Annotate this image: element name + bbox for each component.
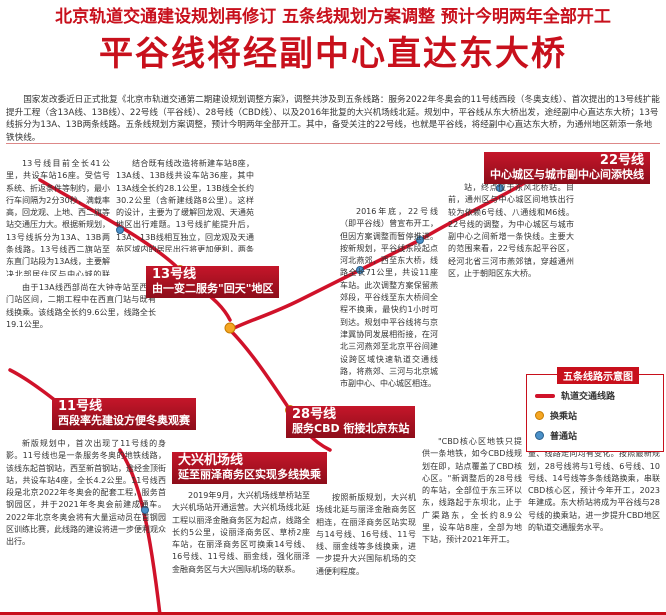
banner-line-11: 11号线 西段率先建设方便冬奥观赛 — [52, 398, 196, 430]
banner-line-13-number: 13号线 — [152, 267, 197, 282]
legend-item-transfer: 换乘站 — [535, 409, 577, 422]
banner-daxing-line: 大兴机场线 延至丽泽商务区实现多线换乘 — [172, 452, 327, 484]
article-column-3-top: 2016年底，22号线（即平谷线）曾宣布开工，但因方案调整而暂停推进。按新规划，… — [340, 207, 438, 389]
banner-line-22-text: 中心城区与城市副中心间添快线 — [490, 168, 644, 181]
article-column-1-mid: 由于13A线西部尚在大钟寺站至西直门站区间，二期工程中在西直门站与既有线换乘。该… — [6, 283, 156, 329]
legend-item-line: 轨道交通线路 — [535, 389, 615, 402]
station-dot-icon — [535, 431, 544, 440]
banner-line-28-number: 28号线 — [292, 407, 337, 422]
headline-subtitle: 北京轨道交通建设规划再修订 五条线规划方案调整 预计今明两年全部开工 — [55, 7, 611, 27]
legend-item-station: 普通站 — [535, 429, 577, 442]
article-column-1-top: 13号线目前全长41公里，共设车站16座。受信号系统、折返条件等制约，最小行车间… — [6, 159, 110, 276]
article-column-2-bottom: 2019年9月，大兴机场线草桥站至大兴机场站开通运营。大兴机场线北延工程以丽泽金… — [172, 491, 310, 574]
legend-item-station-label: 普通站 — [550, 432, 578, 442]
map-legend: 五条线路示意图 轨道交通线路 换乘站 普通站 — [526, 367, 664, 452]
banner-line-13-text: 由一变二服务"回天"地区 — [152, 282, 274, 295]
article-column-1-bottom: 新版规划中，首次出现了11号线的身影。11号线也是一条服务冬奥的地铁线路，该线东… — [6, 439, 166, 547]
lead-paragraph: 国家发改委近日正式批复《北京市轨道交通第二期建设规划调整方案》，调整共涉及到五条… — [6, 95, 660, 144]
banner-line-22-number: 22号线 — [599, 153, 644, 168]
article-column-5-bottom: 28号线建设规划调整后，设站数量、线路走向均有变化。按照最新规划，28号线将与1… — [528, 437, 660, 533]
banner-line-28: 28号线 服务CBD 衔接北京东站 — [286, 406, 416, 438]
article-column-3-bottom: 按照新版规划，大兴机场线北延与丽泽金融商务区相连，在丽泽商务区站实现与14号线、… — [316, 493, 416, 576]
headline-title: 平谷线将经副中心直达东大桥 — [99, 34, 567, 74]
banner-line-11-text: 西段率先建设方便冬奥观赛 — [58, 414, 190, 427]
article-column-2-top: 结合既有线改造将新建车站8座，13A线、13B线共设车站36座，其中13A线全长… — [116, 159, 254, 252]
transfer-dot-icon — [535, 411, 544, 420]
transfer-station-marker — [224, 322, 236, 334]
banner-line-22: 22号线 中心城区与城市副中心间添快线 — [484, 152, 650, 184]
banner-daxing-text: 延至丽泽商务区实现多线换乘 — [178, 468, 321, 481]
line-swatch-icon — [535, 393, 555, 398]
banner-line-28-text: 服务CBD 衔接北京东站 — [292, 422, 410, 435]
legend-item-line-label: 轨道交通线路 — [561, 392, 616, 402]
article-column-4-top: 站，终点位于东风北桥站。目前，通州区与中心城区间地铁出行较为依赖6号线、八通线和… — [448, 183, 574, 279]
legend-item-transfer-label: 换乘站 — [550, 412, 578, 422]
legend-title: 五条线路示意图 — [557, 367, 639, 384]
article-column-4-bottom: "CBD核心区地铁只提供一条地铁，如今CBD线规划在即，站点覆盖了CBD核心区。… — [422, 437, 522, 545]
banner-daxing-number: 大兴机场线 — [178, 453, 244, 468]
banner-line-13: 13号线 由一变二服务"回天"地区 — [146, 266, 280, 298]
banner-line-11-number: 11号线 — [58, 399, 103, 414]
bottom-rule — [0, 612, 666, 615]
